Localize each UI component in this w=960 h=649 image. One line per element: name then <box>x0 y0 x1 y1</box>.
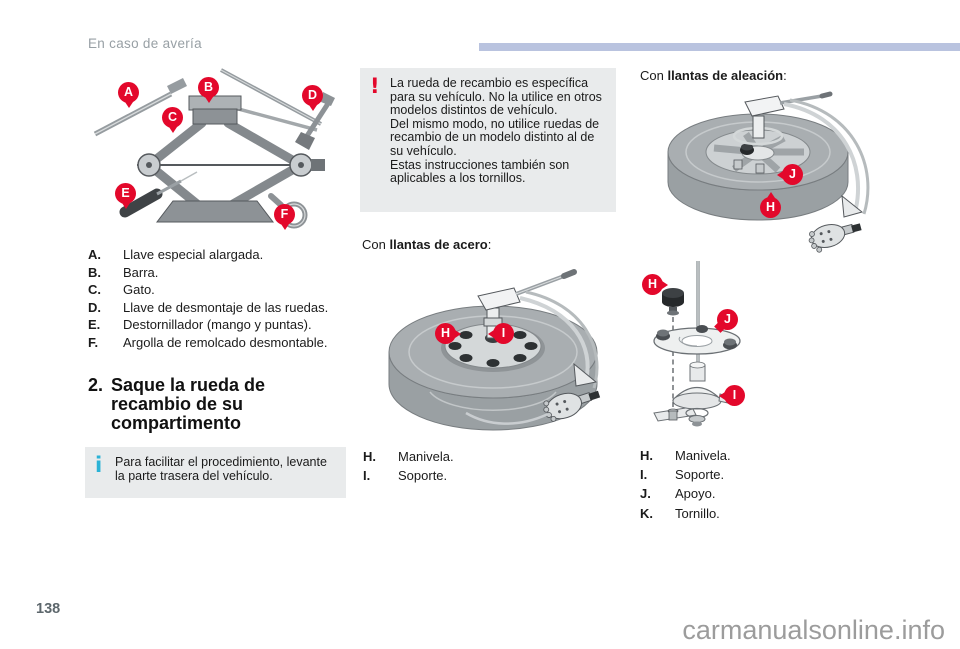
pin-H: H <box>642 274 663 295</box>
steel-wheel-illustration <box>388 269 601 431</box>
pin-B: B <box>198 77 219 98</box>
warning-box: ! La rueda de recambio es específica par… <box>360 68 616 212</box>
steel-wheel-figure: H I <box>368 252 613 442</box>
pin-E: E <box>115 183 136 204</box>
list-item: I.Soporte. <box>363 468 448 484</box>
section-number: 2. <box>88 375 104 395</box>
special-wrench-drawing <box>93 78 187 137</box>
info-text: Para facilitar el procedimiento, levante… <box>115 455 327 483</box>
steel-wheels-legend: H.Manivela. I.Soporte. <box>363 447 613 485</box>
list-item: I.Soporte. <box>640 467 725 483</box>
tools-legend: A.Llave especial alargada. B.Barra. C.Ga… <box>88 246 350 351</box>
list-item: H.Manivela. <box>640 448 731 463</box>
pin-H: H <box>435 323 456 344</box>
ratchet-drawing <box>808 223 862 253</box>
list-item: J.Apoyo. <box>640 486 716 502</box>
screwdriver-drawing <box>119 171 198 218</box>
list-item: D.Llave de desmontaje de las ruedas. <box>88 299 329 315</box>
ratchet-drawing <box>543 390 601 422</box>
list-item: K.Tornillo. <box>640 505 720 521</box>
alloy-wheels-legend: H.Manivela. I.Soporte. J.Apoyo. K.Tornil… <box>640 446 890 523</box>
list-item: B.Barra. <box>88 264 159 280</box>
section-accent-bar <box>479 43 960 51</box>
warning-text: La rueda de recambio es específica para … <box>390 76 602 186</box>
pin-H: H <box>760 197 781 218</box>
alloy-wheel-illustration <box>667 91 870 253</box>
exploded-illustration <box>653 261 741 427</box>
wheel-wrench-drawing <box>295 92 335 150</box>
list-item: E.Destornillador (mango y puntas). <box>88 317 312 332</box>
alloy-wheels-caption: Con llantas de aleación: <box>640 68 787 83</box>
pin-C: C <box>162 107 183 128</box>
pin-F: F <box>274 204 295 225</box>
page-number: 138 <box>36 601 61 617</box>
jack-drawing <box>137 95 325 223</box>
pin-J: J <box>717 309 738 330</box>
watermark: carmanualsonline.info <box>682 615 945 645</box>
alloy-wheel-figure: J H <box>650 90 940 255</box>
list-item: A.Llave especial alargada. <box>88 247 264 262</box>
pin-A: A <box>118 82 139 103</box>
washer-ring-drawing <box>653 325 741 355</box>
steel-wheels-caption: Con llantas de acero: <box>362 237 492 252</box>
section-title: Saque la rueda de recambio de su compart… <box>111 375 266 433</box>
screw-cap-drawing <box>662 288 684 316</box>
tools-figure: A B C D E F <box>75 62 340 237</box>
jack-support-exploded-figure: H J I <box>640 253 815 438</box>
list-item: F.Argolla de remolcado desmontable. <box>88 334 328 350</box>
pin-J: J <box>782 164 803 185</box>
pin-I: I <box>724 385 745 406</box>
page-title: En caso de avería <box>88 36 202 51</box>
section-heading: 2. Saque la rueda de recambio de su comp… <box>88 376 318 433</box>
tools-illustration <box>93 68 335 229</box>
list-item: H.Manivela. <box>363 449 454 464</box>
info-box: i Para facilitar el procedimiento, levan… <box>85 447 346 498</box>
bolt-holes <box>448 331 538 367</box>
pin-I: I <box>493 323 514 344</box>
warning-icon: ! <box>370 74 380 98</box>
list-item: C.Gato. <box>88 282 155 297</box>
info-icon: i <box>95 453 103 477</box>
crank-drawing <box>732 91 833 146</box>
pin-D: D <box>302 85 323 106</box>
support-bell-drawing <box>671 361 731 427</box>
